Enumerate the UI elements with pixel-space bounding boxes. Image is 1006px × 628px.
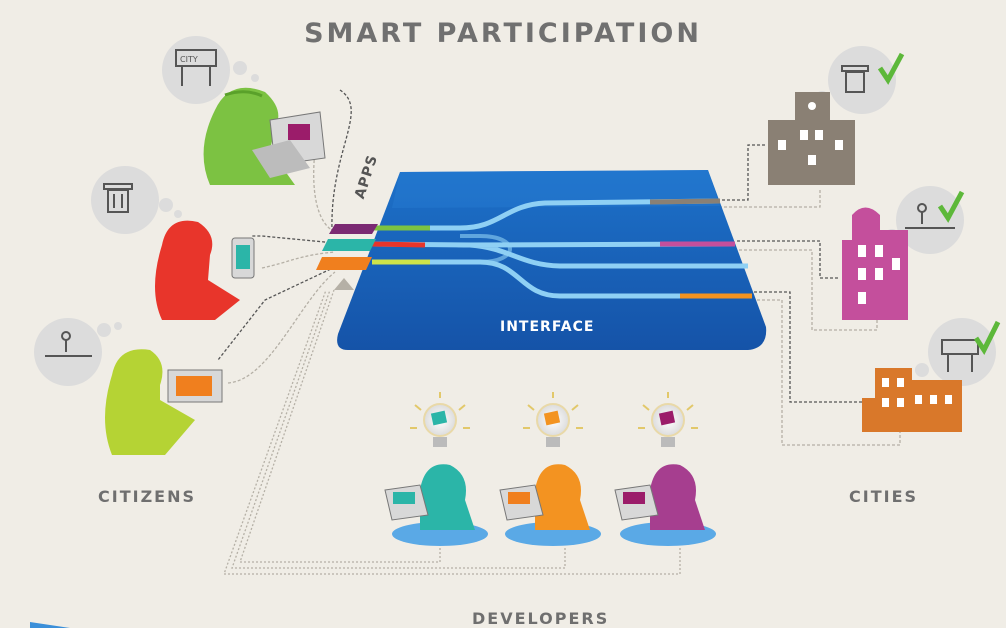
trash-bin-icon bbox=[103, 183, 133, 213]
citizens-label: CITIZENS bbox=[98, 487, 197, 506]
developer-orange bbox=[499, 392, 601, 546]
citizen-red bbox=[91, 166, 255, 320]
apps-stack bbox=[316, 224, 378, 290]
developer-teal bbox=[384, 392, 488, 546]
city-pink bbox=[842, 186, 965, 320]
interface-platform bbox=[337, 170, 767, 350]
cities-label: CITIES bbox=[849, 487, 919, 506]
road-hole-icon bbox=[45, 331, 92, 357]
page-title: SMART PARTICIPATION bbox=[304, 18, 702, 49]
check-icon bbox=[973, 320, 1001, 355]
developer-purple bbox=[614, 392, 716, 546]
check-icon bbox=[937, 190, 965, 223]
city-orange bbox=[862, 318, 1001, 432]
interface-label: INTERFACE bbox=[500, 319, 595, 335]
check-icon bbox=[877, 52, 905, 85]
city-gray bbox=[768, 46, 905, 185]
trash-bin-icon bbox=[841, 65, 869, 93]
city-connection-lines bbox=[718, 144, 901, 446]
road-hole-icon bbox=[905, 203, 955, 229]
city-sign-icon: CITY bbox=[175, 49, 217, 86]
developer-connection-lines bbox=[223, 289, 681, 575]
city-sign-icon bbox=[941, 339, 979, 372]
svg-text:CITY: CITY bbox=[180, 55, 198, 64]
citizen-connection-lines bbox=[217, 89, 352, 384]
citizen-green: CITY bbox=[162, 36, 326, 185]
citizen-lime bbox=[34, 318, 223, 455]
developers-label: DEVELOPERS bbox=[472, 609, 610, 628]
corner-accent bbox=[30, 622, 70, 628]
